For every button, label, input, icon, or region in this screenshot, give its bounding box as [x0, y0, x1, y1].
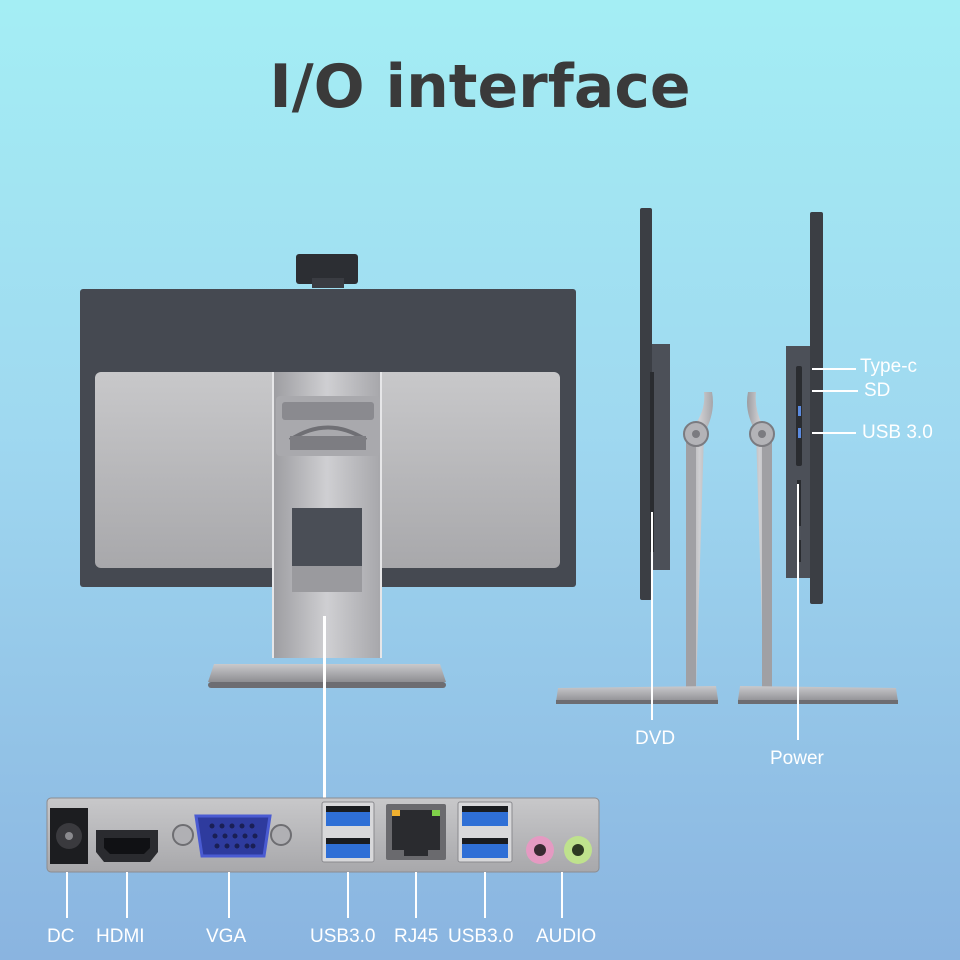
vga-port-icon — [172, 814, 292, 858]
label-usb30-right: USB3.0 — [448, 926, 514, 947]
label-audio: AUDIO — [536, 926, 597, 947]
monitor-side-view-right — [738, 212, 898, 740]
webcam-icon — [296, 254, 358, 284]
label-usb30-side: USB 3.0 — [862, 422, 933, 443]
usb-port-left-icon — [321, 801, 375, 863]
label-type-c: Type-c — [860, 356, 918, 377]
label-hdmi: HDMI — [96, 926, 145, 947]
label-power: Power — [770, 748, 824, 769]
monitor-back-view — [80, 254, 576, 800]
usb-port-right-icon — [457, 801, 513, 863]
audio-port-icon — [526, 836, 592, 864]
rj45-port-icon — [386, 804, 446, 860]
stand-base — [208, 664, 446, 682]
label-vga: VGA — [206, 926, 247, 947]
label-dc: DC — [47, 926, 75, 947]
io-port-panel — [46, 797, 600, 918]
label-dvd: DVD — [635, 728, 676, 749]
label-rj45: RJ45 — [394, 926, 439, 947]
monitor-side-view-left — [556, 208, 718, 720]
label-usb30-left: USB3.0 — [310, 926, 376, 947]
page-title: I/O interface — [269, 52, 691, 122]
label-sd: SD — [864, 380, 891, 401]
